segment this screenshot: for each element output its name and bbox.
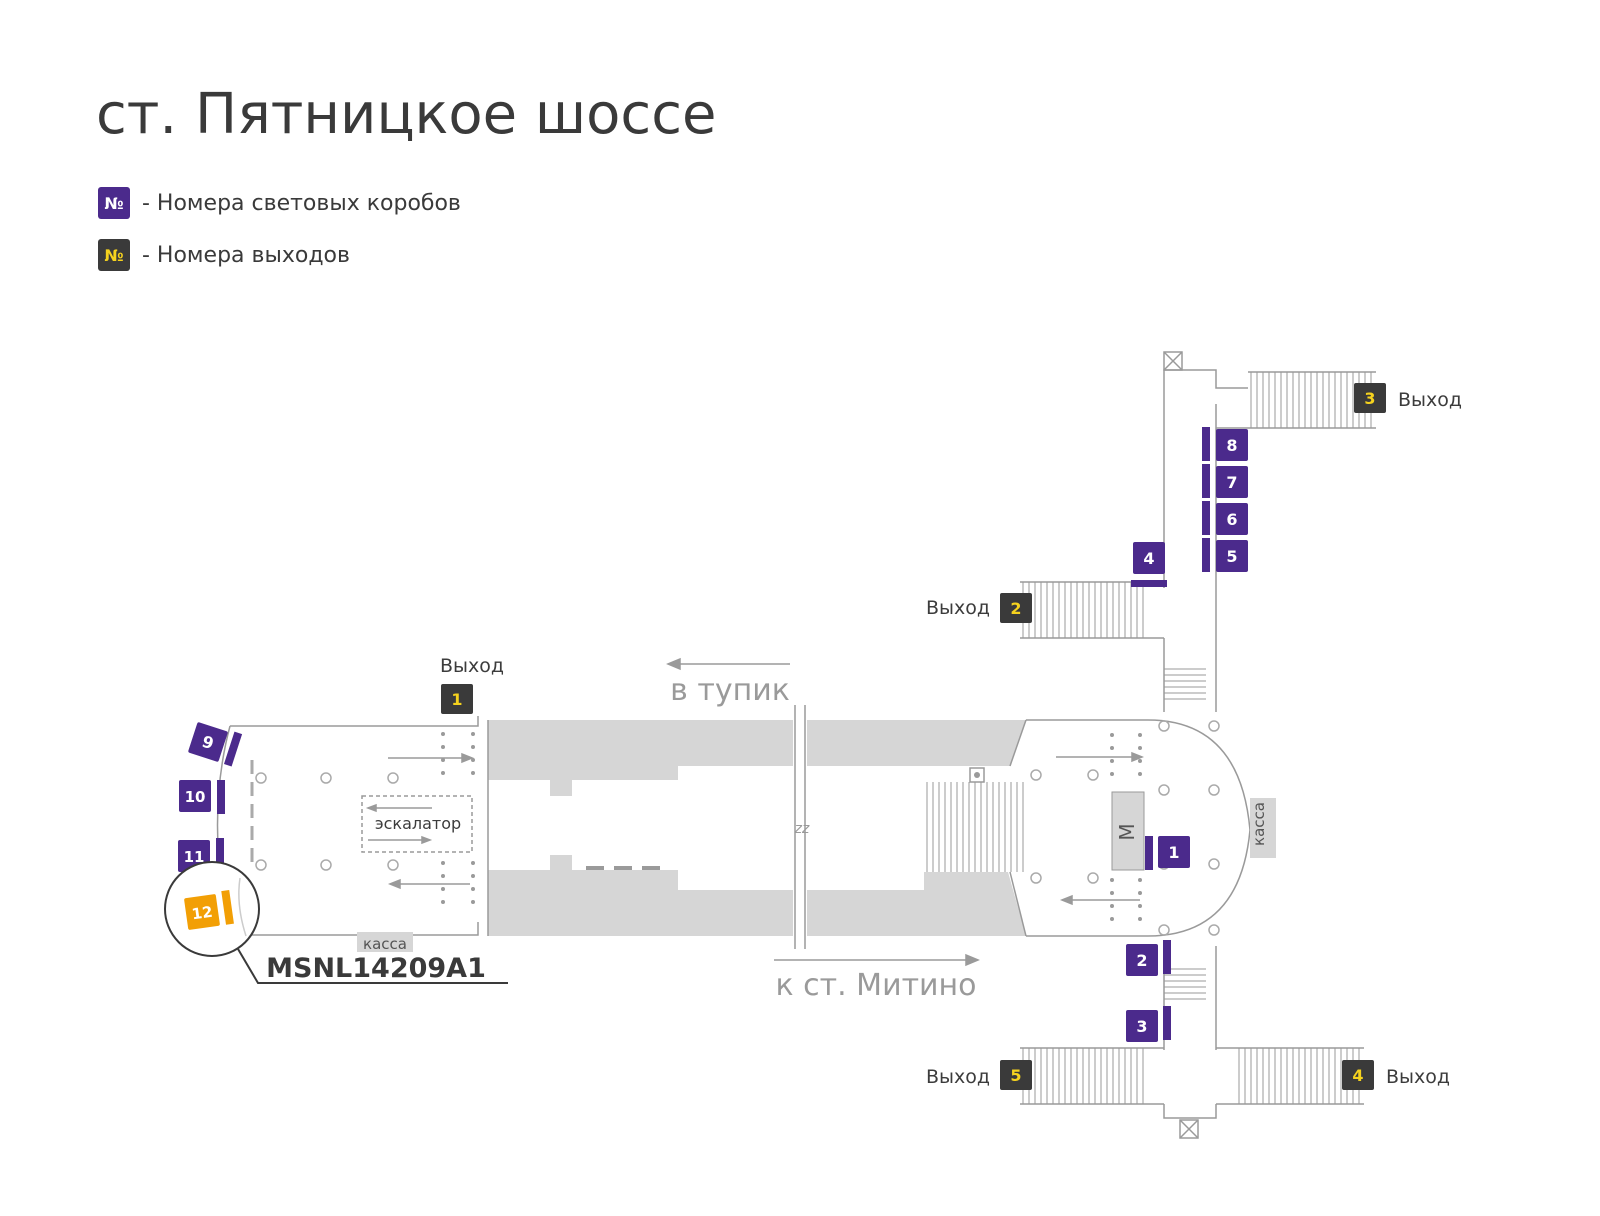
exit-2-number: 2 <box>1010 599 1021 618</box>
legend-exit-label: - Номера выходов <box>142 242 350 268</box>
lightbox-10: 10 <box>179 780 225 814</box>
legend-exit: № - Номера выходов <box>98 239 350 271</box>
lightbox-5-number: 5 <box>1226 547 1237 566</box>
lightbox-1-number: 1 <box>1168 843 1179 862</box>
exit-4-number: 4 <box>1352 1066 1363 1085</box>
kassa-right-label: касса <box>1250 802 1268 846</box>
exit-3-number: 3 <box>1364 389 1375 408</box>
exit-1: Выход 1 <box>440 655 504 714</box>
exit2-stairs <box>1020 582 1148 638</box>
exit5-stairs <box>1020 1048 1148 1104</box>
lightbox-8-number: 8 <box>1226 436 1237 455</box>
lightbox-10-number: 10 <box>185 788 206 806</box>
north-stairs <box>1164 665 1206 703</box>
legend-exit-swatch: № <box>98 239 130 271</box>
lightbox-11-number: 11 <box>184 848 205 866</box>
exit-1-word: Выход <box>440 655 504 677</box>
lightbox-4: 4 <box>1131 542 1167 587</box>
legend-lightbox: № - Номера световых коробов <box>98 187 461 219</box>
lightbox-9: 9 <box>188 722 243 767</box>
lightbox-7-number: 7 <box>1226 473 1237 492</box>
escalator-label: эскалатор <box>375 814 461 833</box>
exit-3-word: Выход <box>1398 389 1462 411</box>
exit-3: 3 Выход <box>1354 383 1462 413</box>
lightbox-7: 7 <box>1202 464 1248 498</box>
central-stairs <box>924 782 1024 872</box>
exit-2-word: Выход <box>926 597 990 619</box>
exit-5-word: Выход <box>926 1066 990 1088</box>
exit-1-number: 1 <box>451 690 462 709</box>
lightbox-3-number: 3 <box>1136 1017 1147 1036</box>
lightbox-8: 8 <box>1202 427 1248 461</box>
lightbox-1: 1 <box>1145 836 1190 870</box>
lightbox-6-number: 6 <box>1226 510 1237 529</box>
platform: zz в тупик к ст. Митино <box>487 657 1026 1003</box>
direction-dead-end: в тупик <box>670 673 790 708</box>
lightbox-5: 5 <box>1202 538 1248 572</box>
highlight-code: MSNL14209A1 <box>266 953 486 984</box>
lightbox-4-number: 4 <box>1143 549 1154 568</box>
kassa-right <box>1250 798 1276 858</box>
kassa-left-label: касса <box>363 935 407 953</box>
escalator-box <box>361 795 473 853</box>
direction-mitino: к ст. Митино <box>775 968 976 1003</box>
lightbox-3: 3 <box>1126 1006 1171 1042</box>
lightbox-2: 2 <box>1126 940 1171 976</box>
page-title: ст. Пятницкое шоссе <box>96 82 717 147</box>
highlighted-lightbox: 12 MSNL14209A1 <box>164 861 508 984</box>
exit-4-word: Выход <box>1386 1066 1450 1088</box>
lightbox-2-number: 2 <box>1136 951 1147 970</box>
lightbox-9-number: 9 <box>200 732 216 754</box>
exit-5-number: 5 <box>1010 1066 1021 1085</box>
kassa-left <box>357 932 413 952</box>
legend-lightbox-label: - Номера световых коробов <box>142 190 461 216</box>
legend-lightbox-swatch: № <box>98 187 130 219</box>
exit-4: 4 Выход <box>1342 1060 1450 1090</box>
track-break-mark: zz <box>794 821 810 837</box>
lightbox-6: 6 <box>1202 501 1248 535</box>
exit-2: Выход 2 <box>926 593 1032 623</box>
metro-kiosk-label: М <box>1115 823 1139 840</box>
lightbox-12-number: 12 <box>191 903 214 924</box>
right-vestibule: М касса <box>1009 351 1376 1139</box>
exit-5: Выход 5 <box>926 1060 1032 1090</box>
